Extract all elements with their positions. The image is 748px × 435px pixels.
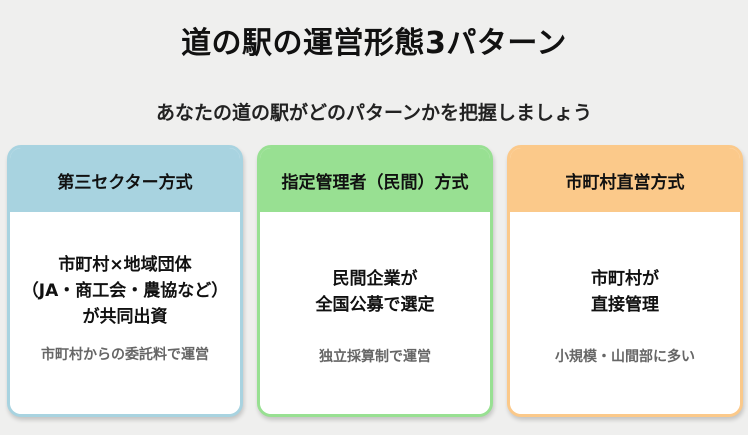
card-body: 市町村×地域団体 （JA・商工会・農協など） が共同出資 市町村からの委託料で運… bbox=[10, 212, 240, 414]
card-line: 民間企業が bbox=[332, 269, 418, 289]
card-line: 市町村が bbox=[591, 269, 659, 289]
card-note: 小規模・山間部に多い bbox=[555, 349, 695, 365]
card-header: 市町村直営方式 bbox=[510, 148, 740, 212]
card-description: 民間企業が 全国公募で選定 bbox=[316, 266, 435, 318]
card-municipal-direct: 市町村直営方式 市町村が 直接管理 小規模・山間部に多い bbox=[507, 145, 743, 417]
card-note: 市町村からの委託料で運営 bbox=[41, 347, 209, 363]
card-line: 直接管理 bbox=[591, 295, 659, 315]
card-third-sector: 第三セクター方式 市町村×地域団体 （JA・商工会・農協など） が共同出資 市町… bbox=[7, 145, 243, 417]
page-subtitle: あなたの道の駅がどのパターンかを把握しましょう bbox=[155, 102, 593, 124]
card-header: 第三セクター方式 bbox=[10, 148, 240, 212]
card-title: 指定管理者（民間）方式 bbox=[281, 172, 469, 193]
card-designated-manager: 指定管理者（民間）方式 民間企業が 全国公募で選定 独立採算制で運営 bbox=[257, 145, 493, 417]
card-body: 市町村が 直接管理 小規模・山間部に多い bbox=[510, 212, 740, 414]
card-line: （JA・商工会・農協など） bbox=[21, 281, 229, 301]
card-title: 第三セクター方式 bbox=[57, 172, 193, 193]
card-note: 独立採算制で運営 bbox=[319, 349, 431, 365]
card-header: 指定管理者（民間）方式 bbox=[260, 148, 490, 212]
card-line: 全国公募で選定 bbox=[315, 295, 435, 315]
card-title: 市町村直営方式 bbox=[565, 172, 685, 193]
card-line: 市町村×地域団体 bbox=[58, 255, 192, 275]
card-description: 市町村×地域団体 （JA・商工会・農協など） が共同出資 bbox=[22, 252, 228, 330]
card-body: 民間企業が 全国公募で選定 独立採算制で運営 bbox=[260, 212, 490, 414]
page-title: 道の駅の運営形態3パターン bbox=[181, 26, 567, 61]
card-line: が共同出資 bbox=[82, 307, 168, 327]
card-description: 市町村が 直接管理 bbox=[591, 266, 659, 318]
